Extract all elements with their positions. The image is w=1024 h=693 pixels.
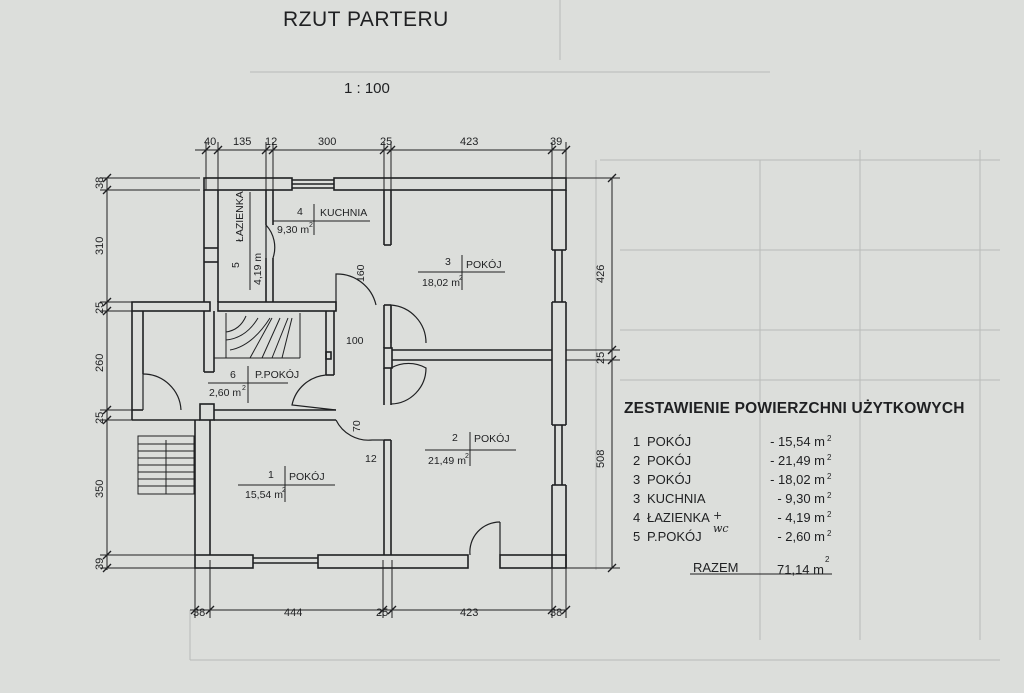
- room-5-area: 4,19 m: [252, 253, 264, 285]
- door-swings: [142, 224, 501, 556]
- dim-left-25-lower: 25: [94, 412, 106, 424]
- summary-row-number: 4: [633, 510, 641, 525]
- summary-row-value: - 2,60 m: [777, 529, 825, 544]
- room-1-number: 1: [268, 469, 274, 481]
- door-12-label: 12: [365, 453, 377, 465]
- summary-row-sup: 2: [827, 510, 832, 519]
- dim-bottom-38: 38: [193, 607, 205, 619]
- summary-row-number: 5: [633, 529, 641, 544]
- dim-left-310: 310: [94, 237, 106, 255]
- door-160-label: 160: [355, 264, 367, 282]
- summary-row-number: 1: [633, 434, 641, 449]
- room-2-name: POKÓJ: [474, 432, 510, 445]
- dimension-lines: [100, 142, 620, 618]
- summary-row-name: ŁAZIENKA: [647, 510, 710, 525]
- room-6-number: 6: [230, 369, 236, 381]
- summary-row-value: - 21,49 m: [770, 453, 825, 468]
- dim-bottom-25: 25: [376, 607, 388, 619]
- summary-row-sup: 2: [827, 434, 832, 443]
- summary-row-value: - 15,54 m: [770, 434, 825, 449]
- summary-row-value: - 4,19 m: [777, 510, 825, 525]
- summary-row-sup: 2: [827, 472, 832, 481]
- plan-scale: 1 : 100: [344, 80, 390, 97]
- dim-top-12: 12: [265, 136, 277, 148]
- summary-row-number: 2: [633, 453, 641, 468]
- faint-background-lines: [189, 0, 1000, 661]
- dim-top-423: 423: [460, 136, 478, 148]
- plan-title: RZUT PARTERU: [283, 8, 449, 31]
- room-6-area-sup: 2: [242, 385, 246, 392]
- summary-row-number: 3: [633, 491, 641, 506]
- room-6-name: P.POKÓJ: [255, 368, 299, 381]
- dim-bottom-38-right: 38: [550, 607, 562, 619]
- room-1-name: POKÓJ: [289, 470, 325, 483]
- room-3-area-sup: 2: [459, 275, 463, 282]
- dim-left-350: 350: [94, 480, 106, 498]
- summary-row-value: - 18,02 m: [770, 472, 825, 487]
- room-2-area: 21,49 m: [428, 455, 466, 467]
- dim-right-426: 426: [595, 265, 607, 283]
- room-label-lines: [208, 192, 516, 502]
- room-3-name: POKÓJ: [466, 258, 502, 271]
- dim-left-39: 39: [94, 558, 106, 570]
- room-3-area: 18,02 m: [422, 277, 460, 289]
- room-4-area-sup: 2: [309, 222, 313, 229]
- summary-row-name: POKÓJ: [647, 472, 692, 487]
- stairs: [137, 313, 301, 495]
- summary-row-value: - 9,30 m: [777, 491, 825, 506]
- dim-left-260: 260: [94, 354, 106, 372]
- summary-total-sup: 2: [825, 555, 830, 564]
- dim-left-25: 25: [94, 302, 106, 314]
- summary-total-value: 71,14 m: [777, 562, 824, 577]
- room-4-area: 9,30 m: [277, 224, 309, 236]
- room-1-area: 15,54 m: [245, 489, 283, 501]
- dimension-ticks: [102, 145, 617, 615]
- room-2-area-sup: 2: [465, 453, 469, 460]
- dim-top-40: 40: [204, 136, 216, 148]
- handwritten-note: + wc: [713, 509, 729, 535]
- summary-row-sup: 2: [827, 491, 832, 500]
- door-70-label: 70: [351, 420, 363, 432]
- dim-bottom-423: 423: [460, 607, 478, 619]
- room-5-name: ŁAZIENKA: [234, 191, 246, 242]
- dim-right-25: 25: [595, 352, 607, 364]
- summary-row-name: KUCHNIA: [647, 491, 706, 506]
- dim-right-508: 508: [595, 450, 607, 468]
- dim-top-25: 25: [380, 136, 392, 148]
- room-5-number: 5: [230, 262, 242, 268]
- door-100-label: 100: [346, 335, 364, 347]
- summary-total-label: RAZEM: [693, 560, 739, 575]
- room-6-area: 2,60 m: [209, 387, 241, 399]
- summary-row-sup: 2: [827, 529, 832, 538]
- room-4-name: KUCHNIA: [320, 207, 367, 219]
- room-1-area-sup: 2: [282, 487, 286, 494]
- walls: [131, 177, 567, 569]
- dim-left-38: 38: [94, 177, 106, 189]
- room-2-number: 2: [452, 432, 458, 444]
- summary-row-name: POKÓJ: [647, 434, 692, 449]
- dim-top-39: 39: [550, 136, 562, 148]
- summary-row-number: 3: [633, 472, 641, 487]
- summary-row-sup: 2: [827, 453, 832, 462]
- dim-top-135: 135: [233, 136, 251, 148]
- summary-row-name: P.POKÓJ: [647, 529, 702, 544]
- summary-title: ZESTAWIENIE POWIERZCHNI UŻYTKOWYCH: [624, 400, 965, 417]
- room-3-number: 3: [445, 256, 451, 268]
- dim-bottom-444: 444: [284, 607, 302, 619]
- room-4-number: 4: [297, 206, 303, 218]
- dim-top-300: 300: [318, 136, 336, 148]
- summary-row-name: POKÓJ: [647, 453, 692, 468]
